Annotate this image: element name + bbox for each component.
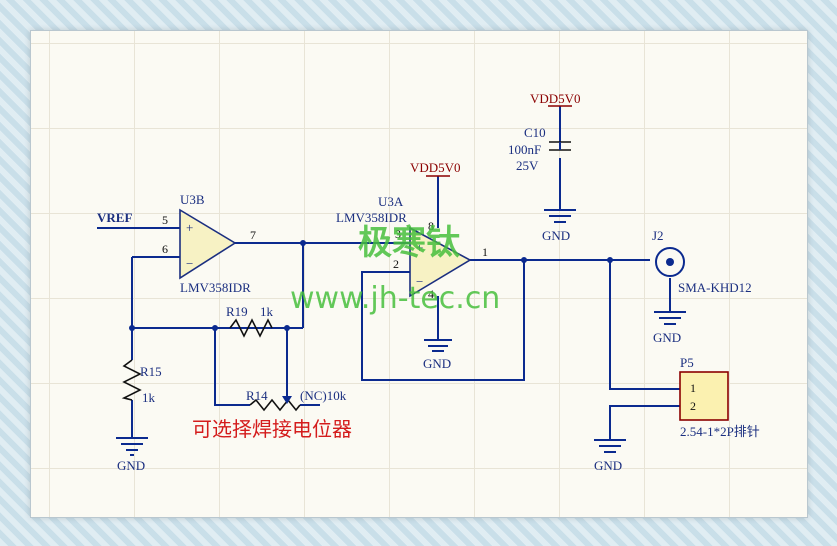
c10-designator: C10 bbox=[524, 125, 546, 140]
ground-symbol-u3a: GND bbox=[423, 339, 452, 371]
svg-text:GND: GND bbox=[117, 458, 145, 473]
j2-designator: J2 bbox=[652, 228, 664, 243]
resistor-r15 bbox=[121, 359, 142, 401]
svg-text:GND: GND bbox=[653, 330, 681, 345]
svg-text:1: 1 bbox=[690, 381, 696, 395]
p5-designator: P5 bbox=[680, 355, 694, 370]
r19-value: 1k bbox=[260, 304, 274, 319]
c10-value: 100nF bbox=[508, 142, 541, 157]
ground-symbol-j2: GND bbox=[653, 311, 686, 345]
u3b-pin7: 7 bbox=[250, 228, 256, 242]
r14-value: (NC)10k bbox=[300, 388, 347, 403]
p5-part: 2.54-1*2P排针 bbox=[680, 424, 760, 439]
wires bbox=[97, 106, 680, 440]
power-symbol-mid: VDD5V0 bbox=[410, 160, 461, 177]
u3b-pin6: 6 bbox=[162, 242, 168, 256]
j2-part: SMA-KHD12 bbox=[678, 280, 752, 295]
svg-text:2: 2 bbox=[690, 399, 696, 413]
u3a-pin8: 8 bbox=[428, 219, 434, 233]
r15-value: 1k bbox=[142, 390, 156, 405]
svg-text:GND: GND bbox=[594, 458, 622, 473]
u3b-part: LMV358IDR bbox=[180, 280, 251, 295]
watermark-cn: 极寒钛 bbox=[358, 223, 461, 263]
power-symbol-top: VDD5V0 bbox=[530, 91, 581, 107]
c10-voltage: 25V bbox=[516, 158, 539, 173]
u3a-pin2: 2 bbox=[393, 257, 399, 271]
capacitor-c10 bbox=[549, 141, 571, 151]
ground-symbol-p5: GND bbox=[594, 439, 626, 473]
vref-net-label: VREF bbox=[97, 210, 132, 225]
opamp-u3a: + − bbox=[409, 226, 472, 298]
u3a-pin3: 3 bbox=[395, 227, 401, 241]
u3a-minus: − bbox=[416, 274, 423, 289]
ground-symbol-c10: GND bbox=[542, 209, 576, 243]
opamp-u3b: + − bbox=[179, 208, 237, 280]
r15-designator: R15 bbox=[140, 364, 162, 379]
u3a-plus: + bbox=[416, 240, 423, 255]
u3a-part: LMV358IDR bbox=[336, 210, 407, 225]
u3b-plus: + bbox=[186, 220, 193, 235]
svg-text:GND: GND bbox=[423, 356, 451, 371]
optional-pot-note: 可选择焊接电位器 bbox=[192, 417, 352, 441]
potentiometer-r14 bbox=[249, 394, 301, 412]
u3a-pin1: 1 bbox=[482, 245, 488, 259]
vdd-mid-label: VDD5V0 bbox=[410, 160, 461, 175]
junctions bbox=[129, 240, 613, 331]
header-p5: 1 2 bbox=[679, 371, 729, 421]
u3a-pin4: 4 bbox=[428, 287, 434, 301]
ground-symbol-r15: GND bbox=[116, 437, 148, 473]
u3b-designator: U3B bbox=[180, 192, 205, 207]
svg-text:GND: GND bbox=[542, 228, 570, 243]
resistor-r19 bbox=[229, 318, 273, 338]
sma-connector-j2 bbox=[655, 247, 685, 277]
r14-designator: R14 bbox=[246, 388, 268, 403]
r19-designator: R19 bbox=[226, 304, 248, 319]
vdd-top-label: VDD5V0 bbox=[530, 91, 581, 106]
u3b-pin5: 5 bbox=[162, 213, 168, 227]
u3b-minus: − bbox=[186, 256, 193, 271]
watermark-url: www.jh-tec.cn bbox=[290, 281, 500, 316]
u3a-designator: U3A bbox=[378, 194, 404, 209]
